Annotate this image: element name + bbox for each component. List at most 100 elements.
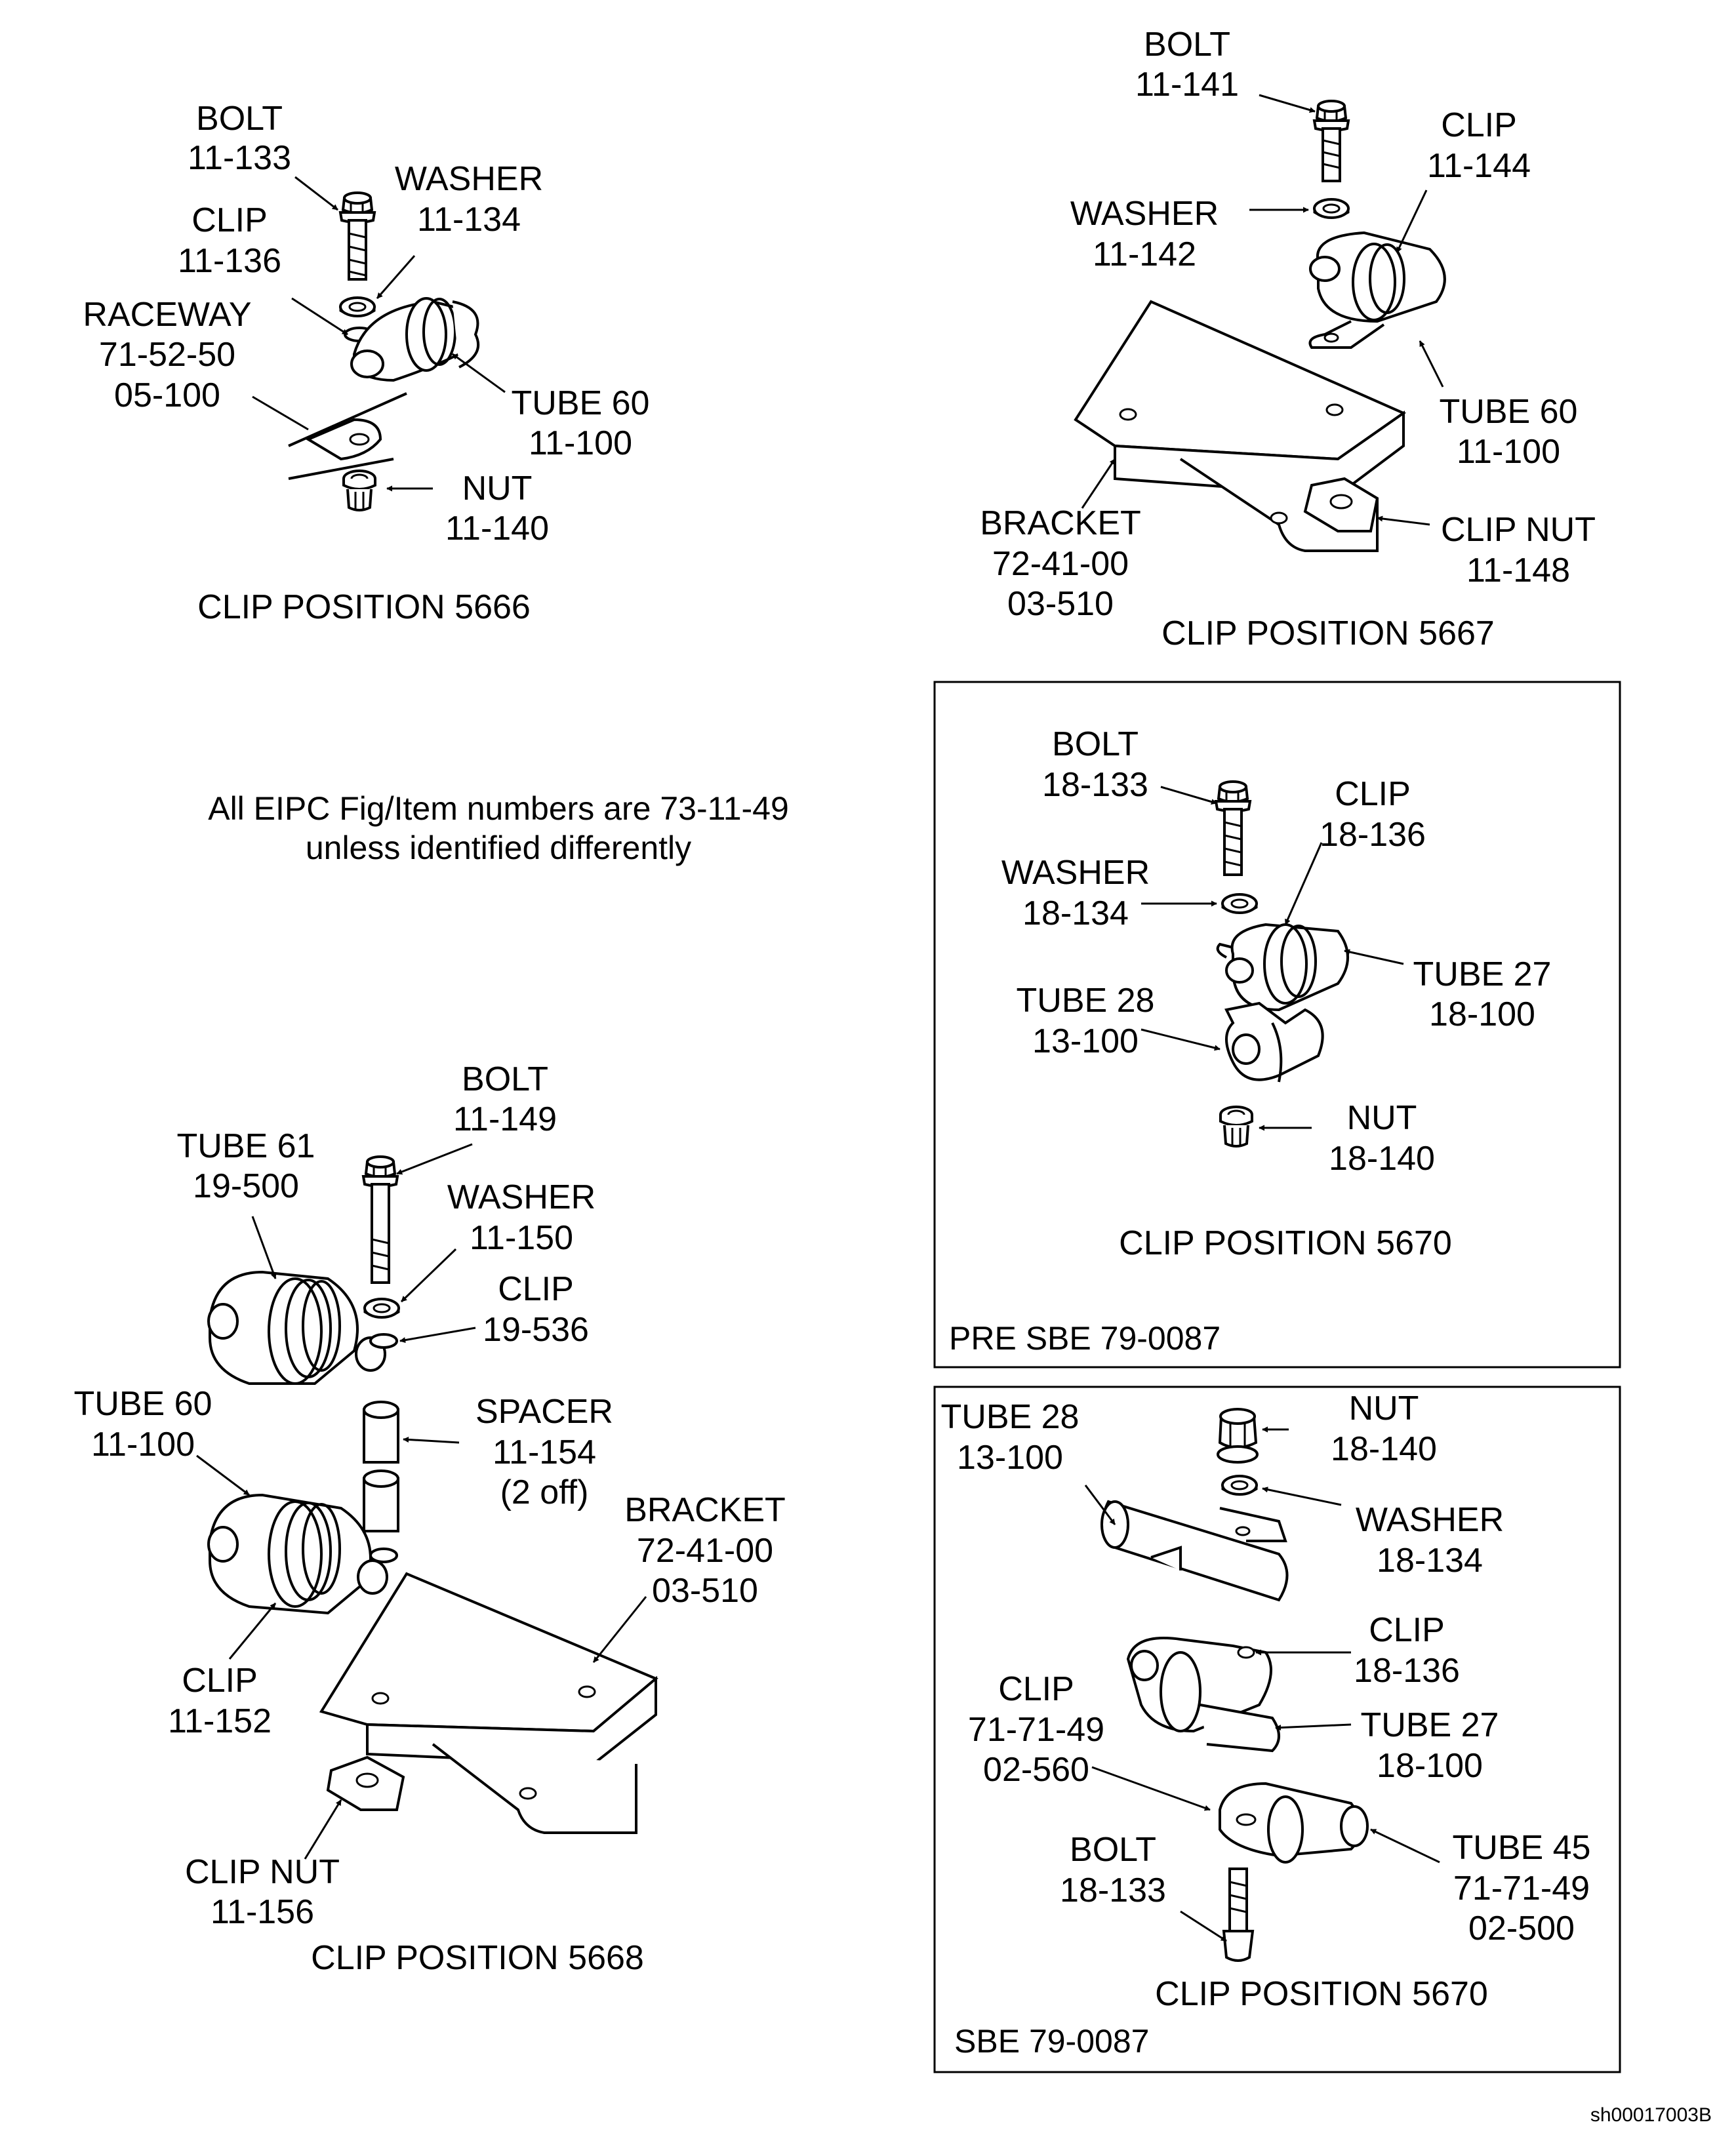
- tube-60-5668-label: TUBE 60: [74, 1385, 212, 1423]
- washer-11-134-label: WASHER: [395, 160, 543, 198]
- tube-61-number: 19-500: [193, 1167, 299, 1205]
- washer-11-142-drawing: [1313, 198, 1350, 219]
- bolt-11-141-drawing: [1313, 100, 1350, 182]
- tube-60-number: 11-100: [529, 424, 632, 462]
- tube-27-number: 18-100: [1429, 995, 1535, 1033]
- tube-60-label: TUBE 60: [512, 384, 650, 422]
- clip-11-152-number: 11-152: [168, 1702, 272, 1740]
- bracket-5668-number: 72-41-00: [637, 1532, 773, 1570]
- bolt-18-133-sbe-drawing: [1222, 1867, 1255, 1962]
- bracket-5668-item: 03-510: [652, 1572, 758, 1610]
- bracket-5667-number: 72-41-00: [992, 545, 1129, 583]
- clip-tube60-drawing: [344, 297, 479, 382]
- clip-nut-11-148-number: 11-148: [1466, 551, 1570, 589]
- bracket-5667-label: BRACKET: [980, 504, 1141, 542]
- clip-11-152-label: CLIP: [182, 1662, 258, 1700]
- clip-18-136-number: 18-136: [1320, 816, 1426, 854]
- bolt-11-133-label: BOLT: [196, 100, 283, 138]
- washer-18-134-sbe-drawing: [1221, 1475, 1258, 1496]
- washer-11-134-drawing: [339, 296, 376, 317]
- general-note-line1: All EIPC Fig/Item numbers are 73-11-49: [208, 790, 789, 827]
- bolt-18-133-label: BOLT: [1052, 725, 1139, 763]
- clip-11-136-number: 11-136: [178, 242, 281, 280]
- tube-27-sbe-label: TUBE 27: [1361, 1706, 1499, 1744]
- caption-5666: CLIP POSITION 5666: [197, 588, 531, 626]
- clip-18-136-sbe-drawing: [1126, 1637, 1280, 1753]
- tube-27-sbe-number: 18-100: [1377, 1747, 1483, 1785]
- tube-45-label: TUBE 45: [1453, 1829, 1591, 1867]
- clip-19-536-label: CLIP: [498, 1270, 574, 1308]
- bolt-18-133-sbe-label: BOLT: [1070, 1831, 1156, 1869]
- clip-nut-11-148-drawing: [1303, 477, 1379, 532]
- clip-18-136-sbe-number: 18-136: [1354, 1652, 1460, 1690]
- clip-tube27-drawing: [1216, 923, 1349, 1012]
- spacer-11-154-qty: (2 off): [500, 1473, 589, 1511]
- tube60-clip-5668-drawing: [207, 1493, 398, 1615]
- clip-nut-11-156-label: CLIP NUT: [185, 1853, 340, 1891]
- tube-60-5667-number: 11-100: [1457, 433, 1560, 471]
- tube-28-sbe-label: TUBE 28: [941, 1398, 1080, 1436]
- nut-11-140-drawing: [342, 469, 376, 511]
- tube28-sbe-drawing: [1100, 1500, 1289, 1602]
- tube-61-label: TUBE 61: [177, 1127, 315, 1165]
- clip-nut-11-156-number: 11-156: [211, 1893, 314, 1931]
- clip-11-144-label: CLIP: [1441, 106, 1517, 144]
- bolt-18-133-sbe-number: 18-133: [1060, 1871, 1166, 1909]
- bolt-11-141-label: BOLT: [1144, 26, 1230, 64]
- nut-18-140-drawing: [1219, 1106, 1253, 1148]
- general-note-line2: unless identified differently: [306, 829, 691, 866]
- sbe-tag: SBE 79-0087: [954, 2023, 1149, 2060]
- caption-5670-pre: CLIP POSITION 5670: [1119, 1224, 1452, 1262]
- washer-18-134-sbe-label: WASHER: [1356, 1501, 1504, 1539]
- nut-11-140-number: 11-140: [445, 509, 549, 548]
- nut-18-140-label: NUT: [1347, 1099, 1417, 1137]
- bolt-11-149-label: BOLT: [462, 1060, 548, 1098]
- clip-position-5666: BOLT 11-133 WASHER 11-134 CLIP 11-136 RA…: [83, 100, 649, 626]
- spacer-11-154-number: 11-154: [493, 1433, 596, 1471]
- sheet-reference: sh00017003B: [1590, 2104, 1712, 2126]
- bolt-18-133-drawing: [1215, 780, 1251, 876]
- clip-11-136-label: CLIP: [192, 201, 268, 239]
- tube-28-sbe-number: 13-100: [957, 1439, 1063, 1477]
- tube-60-5668-number: 11-100: [91, 1426, 195, 1464]
- washer-11-150-label: WASHER: [447, 1178, 595, 1216]
- bolt-11-133-number: 11-133: [188, 139, 291, 177]
- spacer-11-154-drawing: [363, 1401, 399, 1532]
- tube-28-label: TUBE 28: [1017, 982, 1155, 1020]
- sbe-frame: [933, 1386, 1621, 2073]
- tube45-clip-drawing: [1219, 1782, 1369, 1864]
- clip-tube60-5667-drawing: [1308, 231, 1446, 349]
- washer-11-142-number: 11-142: [1093, 235, 1196, 273]
- pre-sbe-tag: PRE SBE 79-0087: [949, 1320, 1221, 1357]
- bracket-5667-item: 03-510: [1007, 585, 1114, 623]
- raceway-item: 05-100: [114, 376, 220, 414]
- washer-11-150-number: 11-150: [470, 1219, 573, 1257]
- clip-position-5670-sbe: TUBE 28 13-100 NUT 18-140 WASHER 18-134 …: [933, 1386, 1621, 2073]
- bolt-11-149-number: 11-149: [453, 1100, 557, 1138]
- general-note: All EIPC Fig/Item numbers are 73-11-49 u…: [208, 790, 789, 866]
- washer-11-142-label: WASHER: [1070, 195, 1219, 233]
- bracket-5668-label: BRACKET: [624, 1491, 786, 1529]
- spacer-11-154-label: SPACER: [475, 1393, 613, 1431]
- tube61-clip-drawing: [207, 1270, 398, 1385]
- washer-18-134-drawing: [1221, 893, 1258, 914]
- clip-18-136-label: CLIP: [1335, 775, 1411, 813]
- clip-position-5670-pre-sbe: BOLT 18-133 CLIP 18-136 WASHER 18-134 TU…: [933, 681, 1621, 1368]
- tube-27-label: TUBE 27: [1413, 955, 1552, 993]
- caption-5670-sbe: CLIP POSITION 5670: [1155, 1975, 1488, 2013]
- clip-18-136-sbe-label: CLIP: [1369, 1611, 1445, 1649]
- bolt-11-141-number: 11-141: [1135, 66, 1239, 104]
- clip-position-5667: BOLT 11-141 CLIP 11-144 WASHER 11-142 TU…: [980, 26, 1596, 652]
- nut-18-140-sbe-drawing: [1217, 1408, 1259, 1464]
- washer-11-134-number: 11-134: [417, 201, 521, 239]
- raceway-label: RACEWAY: [83, 296, 251, 334]
- raceway-drawing: [288, 392, 407, 480]
- pre-sbe-frame: [933, 681, 1621, 1368]
- raceway-number: 71-52-50: [99, 336, 235, 374]
- tube-45-number: 71-71-49: [1453, 1869, 1590, 1907]
- tube-60-5667-label: TUBE 60: [1440, 393, 1578, 431]
- clip-71-71-49-label: CLIP: [998, 1670, 1074, 1708]
- bolt-11-133-drawing: [339, 191, 376, 281]
- clip-nut-11-156-drawing: [326, 1755, 405, 1811]
